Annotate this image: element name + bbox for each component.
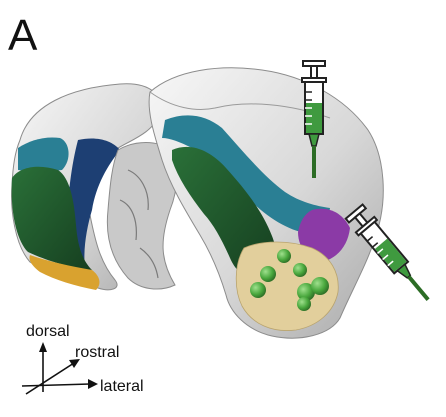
injection-site [293,263,307,277]
injection-site [311,277,329,295]
orientation-axes: dorsal rostral lateral [22,323,144,395]
right-hemisphere [149,68,383,338]
injection-site [250,282,266,298]
injection-site [260,266,276,282]
injection-site [297,297,311,311]
axis-label-rostral: rostral [75,344,119,361]
panel-label: A [8,11,38,60]
injection-site [277,249,291,263]
axis-label-lateral: lateral [100,378,144,395]
axis-label-dorsal: dorsal [26,323,70,340]
